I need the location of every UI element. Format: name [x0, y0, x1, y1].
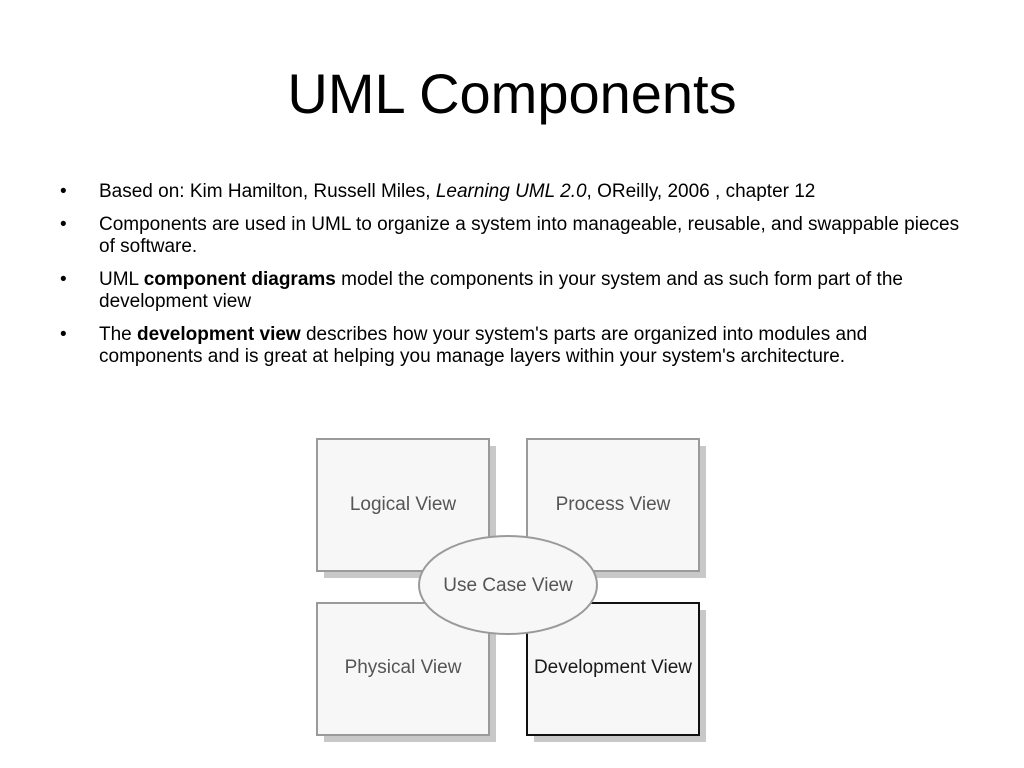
use-case-view-ellipse — [418, 535, 598, 635]
bullet-components: • Components are used in UML to organize… — [60, 214, 960, 258]
view-model-diagram: Logical View Process View Use Case View … — [306, 428, 726, 758]
bullet-text: The — [99, 324, 138, 345]
bullet-marker: • — [60, 324, 67, 345]
bullet-marker: • — [60, 214, 67, 235]
bullet-text: UML — [99, 269, 144, 290]
bold-term: component diagrams — [143, 269, 336, 290]
bullet-component-diagrams: • UML component diagrams model the compo… — [60, 269, 960, 313]
bullet-text: model the components in your system and … — [99, 269, 903, 312]
bullet-development-view: • The development view describes how you… — [60, 324, 960, 368]
bullet-text: Based on: Kim Hamilton, Russell Miles, — [99, 181, 436, 202]
bullet-text: , OReilly, 2006 , chapter 12 — [586, 181, 816, 202]
logical-view-label: Logical View — [350, 494, 457, 515]
development-view-label: Development View — [534, 657, 692, 678]
book-title: Learning UML 2.0 — [435, 181, 587, 202]
bold-term: development view — [137, 324, 301, 345]
bullet-marker: • — [60, 181, 67, 202]
view-model-svg: Logical View Process View Use Case View … — [316, 438, 706, 742]
bullet-marker: • — [60, 269, 67, 290]
use-case-view-label: Use Case View — [443, 575, 573, 596]
bullet-text: Components are used in UML to organize a… — [99, 214, 960, 257]
bullet-text: describes how your system's parts are or… — [99, 324, 868, 367]
page-title: UML Components — [287, 62, 737, 125]
physical-view-label: Physical View — [345, 657, 462, 678]
bullet-list: • Based on: Kim Hamilton, Russell Miles,… — [60, 181, 960, 379]
bullet-source: • Based on: Kim Hamilton, Russell Miles,… — [60, 181, 960, 203]
process-view-label: Process View — [556, 494, 671, 515]
